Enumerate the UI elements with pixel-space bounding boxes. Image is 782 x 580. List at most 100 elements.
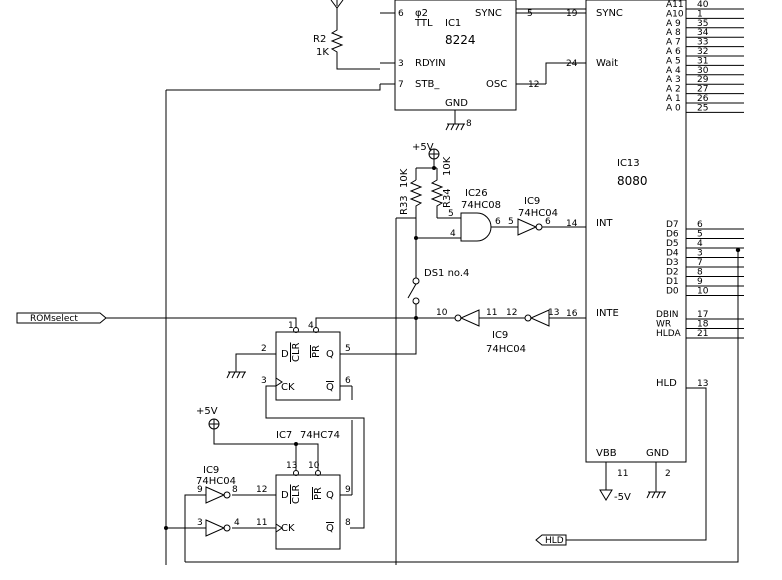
ic9-bot-pin4: 4 — [234, 518, 240, 528]
addr-pin-number: 25 — [697, 103, 708, 113]
ic9-inverters-bottom: IC9 74HC04 9 8 3 4 — [164, 465, 240, 562]
ff-top-pin4: 4 — [308, 321, 314, 331]
addr-pin-name: A 8 — [666, 28, 681, 38]
ic13-pin19: 19 — [566, 9, 578, 19]
clock-triangle-icon — [275, 377, 283, 387]
ff-bot-ck: CK — [281, 523, 295, 534]
ic9-mid-pin12: 12 — [506, 308, 517, 318]
ic1-pin5: 5 — [527, 9, 533, 19]
data-pin-number: 9 — [697, 277, 703, 287]
ic1-stb: STB_ — [415, 79, 440, 90]
ctrl-pin-number: 18 — [697, 320, 709, 330]
addr-pin-number: 35 — [697, 19, 708, 29]
data-pin-number: 3 — [697, 249, 703, 259]
ic13-8080: SYNC 19 Wait 24 IC13 8080 INT 14 INTE 16… — [185, 0, 744, 563]
addr-pin-number: 33 — [697, 38, 708, 48]
addr-pin-number: 40 — [697, 0, 709, 10]
ic9-mid-pin13: 13 — [548, 308, 559, 318]
ic1-pin6: 6 — [398, 9, 404, 19]
port-arrow-icon — [16, 312, 107, 324]
ic1-rdyin: RDYIN — [415, 58, 446, 69]
r34-ref: R34 — [442, 188, 453, 208]
addr-pin-number: 27 — [697, 85, 708, 95]
ic26-pins — [416, 217, 518, 239]
addr-pin-name: A11 — [666, 0, 684, 10]
ic9-top-part: 74HC04 — [518, 208, 558, 219]
ic9-mid-pin11: 11 — [486, 308, 497, 318]
addr-pin-name: A 5 — [666, 56, 681, 66]
ff-top-qbar: Q — [326, 382, 334, 393]
pr-bubble — [313, 327, 319, 333]
ic26-part: 74HC08 — [461, 200, 501, 211]
ic26-and-gate: IC26 74HC08 5 4 6 — [414, 188, 518, 242]
hld-port-label: HLD — [545, 536, 564, 546]
data-pin-number: 6 — [697, 220, 703, 230]
ic26-pin4: 4 — [450, 229, 456, 239]
ic13-gnd: GND — [646, 448, 669, 459]
ic13-pin14: 14 — [566, 219, 578, 229]
ctrl-pin-number: 21 — [697, 329, 708, 339]
ds1-label: DS1 no.4 — [424, 268, 469, 279]
wire-romselect — [106, 317, 297, 328]
r33-value: 10K — [399, 168, 410, 188]
ic9-inverters-mid: 13 12 11 10 IC9 74HC04 — [315, 308, 586, 355]
vcc-arrow-icon — [330, 0, 344, 9]
ic9-bot-pin9: 9 — [197, 485, 203, 495]
addr-pin-name: A 3 — [666, 75, 681, 85]
addr-pin-name: A 4 — [666, 66, 681, 76]
addr-pin-name: A 6 — [666, 47, 681, 57]
ic1-sync: SYNC — [475, 8, 502, 19]
addr-pin-name: A10 — [666, 9, 684, 19]
clock-triangle-icon — [275, 523, 283, 533]
data-pin-name: D6 — [666, 230, 679, 240]
ic13-pin24: 24 — [566, 59, 578, 69]
r34-zigzag — [430, 168, 444, 218]
r2-resistor: R2 1K — [313, 0, 380, 70]
ff-bot-qbar: Q — [326, 523, 334, 534]
ic13-vbb: VBB — [596, 448, 617, 459]
ic26-pin5: 5 — [448, 209, 454, 219]
ic7-ref: IC7 — [276, 430, 292, 441]
ic1-8224: φ2 TTL IC1 8224 SYNC RDYIN STB_ OSC GND … — [380, 0, 586, 131]
addr-pin-name: A 7 — [666, 38, 681, 48]
flipflop-bottom: IC7 74HC74 13 10 D CLR PR Q CK Q 12 9 11… — [232, 430, 352, 550]
data-pin-name: D3 — [666, 258, 679, 268]
clr-bubble — [293, 470, 299, 476]
ff-top-body — [275, 331, 341, 401]
ic1-phi2: φ2 — [415, 8, 428, 19]
wire-d4-bus — [185, 250, 739, 563]
ic13-pin16: 16 — [566, 309, 578, 319]
addr-pin-number: 34 — [697, 28, 709, 38]
data-pin-name: D2 — [666, 268, 679, 278]
pr-bubble — [315, 470, 321, 476]
ic13-inte: INTE — [596, 308, 619, 319]
inverter-icon — [205, 519, 226, 537]
ic13-pin11: 11 — [617, 469, 628, 479]
addr-pin-number: 32 — [697, 47, 708, 57]
addr-pin-number: 30 — [697, 66, 709, 76]
ic13-pin13: 13 — [697, 379, 708, 389]
addr-pin-number: 26 — [697, 94, 709, 104]
ctrl-pin-number: 17 — [697, 310, 708, 320]
ic7-part: 74HC74 — [300, 430, 340, 441]
ic13-ref: IC13 — [617, 158, 640, 169]
switch-contact-icon — [412, 277, 420, 285]
ic1-pin12: 12 — [528, 80, 539, 90]
ic1-osc: OSC — [486, 79, 507, 90]
inverter-icon — [459, 309, 480, 327]
ic9-bot-part: 74HC04 — [196, 476, 236, 487]
ff-bot-pin13: 13 — [286, 461, 297, 471]
switch-contact-icon — [412, 297, 420, 305]
ic1-pin8: 8 — [466, 119, 472, 129]
ic9-top-ref: IC9 — [524, 196, 540, 207]
ff-top-ck: CK — [281, 382, 295, 393]
ic1-pin3: 3 — [398, 59, 404, 69]
vcc-cross — [209, 419, 219, 429]
flipflop-top: 1 4 D CLR PR Q CK Q 2 5 6 3 — [226, 318, 417, 529]
data-pin-name: D5 — [666, 239, 679, 249]
ic1-ref: IC1 — [445, 18, 461, 29]
ic9-mid-pin10: 10 — [436, 308, 448, 318]
inverter-bubble — [223, 491, 231, 499]
